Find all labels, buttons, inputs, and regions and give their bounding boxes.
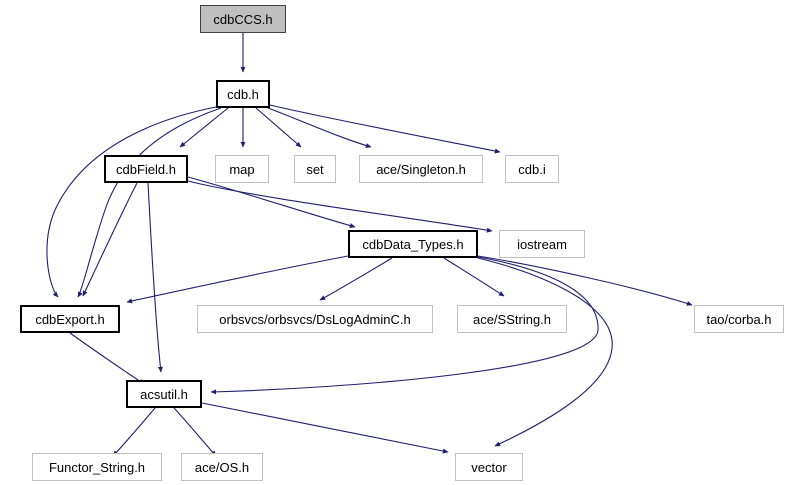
node-label: Functor_String.h <box>48 459 146 475</box>
edge-cdbDataTypes-to-acsutil <box>210 256 599 395</box>
node-cdbExport[interactable]: cdbExport.h <box>20 305 120 333</box>
edge-cdbExport-to-acsutil <box>69 332 145 385</box>
node-aceSString[interactable]: ace/SString.h <box>457 305 567 333</box>
edge-cdbField-to-iostream <box>187 180 493 233</box>
edge-acsutil-to-vector <box>201 402 449 454</box>
node-label: cdb.h <box>227 86 259 102</box>
node-cdbDataTypes[interactable]: cdbData_Types.h <box>348 230 478 258</box>
node-label: cdbCCS.h <box>213 11 273 27</box>
node-functorString[interactable]: Functor_String.h <box>32 453 162 481</box>
node-map[interactable]: map <box>215 155 269 183</box>
node-label: iostream <box>517 236 567 252</box>
node-cdb[interactable]: cdb.h <box>216 80 270 108</box>
edge-cdb-to-cdbExport <box>46 106 217 298</box>
node-label: orbsvcs/orbsvcs/DsLogAdminC.h <box>219 311 411 327</box>
node-label: ace/SString.h <box>472 311 552 327</box>
node-aceOS[interactable]: ace/OS.h <box>181 453 263 481</box>
edge-cdbField-to-acsutil <box>147 182 163 373</box>
edge-cdb-to-set <box>255 107 302 148</box>
edge-cdbField-to-cdbExport <box>82 182 138 297</box>
edge-acsutil-to-aceOS <box>173 407 217 457</box>
node-label: cdbExport.h <box>35 311 105 327</box>
node-label: set <box>306 161 324 177</box>
node-dsLogAdmin[interactable]: orbsvcs/orbsvcs/DsLogAdminC.h <box>197 305 433 333</box>
node-cdbCCS[interactable]: cdbCCS.h <box>200 5 286 33</box>
edge-cdbDataTypes-to-aceSString <box>443 257 505 297</box>
node-vector[interactable]: vector <box>455 453 523 481</box>
edge-cdbDataTypes-to-taoCorba <box>477 255 693 306</box>
node-cdbField[interactable]: cdbField.h <box>104 155 188 183</box>
edge-cdb-to-cdbi <box>269 104 501 154</box>
node-label: vector <box>471 459 507 475</box>
node-set[interactable]: set <box>294 155 336 183</box>
node-acsutil[interactable]: acsutil.h <box>126 380 202 408</box>
node-iostream[interactable]: iostream <box>499 230 585 258</box>
edge-cdb-to-cdbExport <box>77 107 222 298</box>
node-label: ace/OS.h <box>194 459 250 475</box>
node-label: cdbField.h <box>116 161 176 177</box>
node-label: map <box>229 161 255 177</box>
node-label: cdbData_Types.h <box>362 236 464 252</box>
edge-cdbDataTypes-to-cdbExport <box>126 255 349 304</box>
node-label: acsutil.h <box>140 386 188 402</box>
node-aceSingleton[interactable]: ace/Singleton.h <box>359 155 483 183</box>
node-label: tao/corba.h <box>706 311 772 327</box>
edge-cdbDataTypes-to-vector <box>477 257 613 447</box>
node-label: cdb.i <box>518 161 546 177</box>
edge-cdbDataTypes-to-dsLogAdmin <box>319 257 393 301</box>
node-label: ace/Singleton.h <box>376 161 466 177</box>
node-cdbi[interactable]: cdb.i <box>505 155 559 183</box>
edge-cdb-to-cdbField <box>179 107 229 148</box>
edge-cdbField-to-cdbDataTypes <box>187 176 356 229</box>
edge-acsutil-to-functorString <box>112 407 156 457</box>
edge-cdb-to-aceSingleton <box>267 107 372 148</box>
node-taoCorba[interactable]: tao/corba.h <box>694 305 784 333</box>
